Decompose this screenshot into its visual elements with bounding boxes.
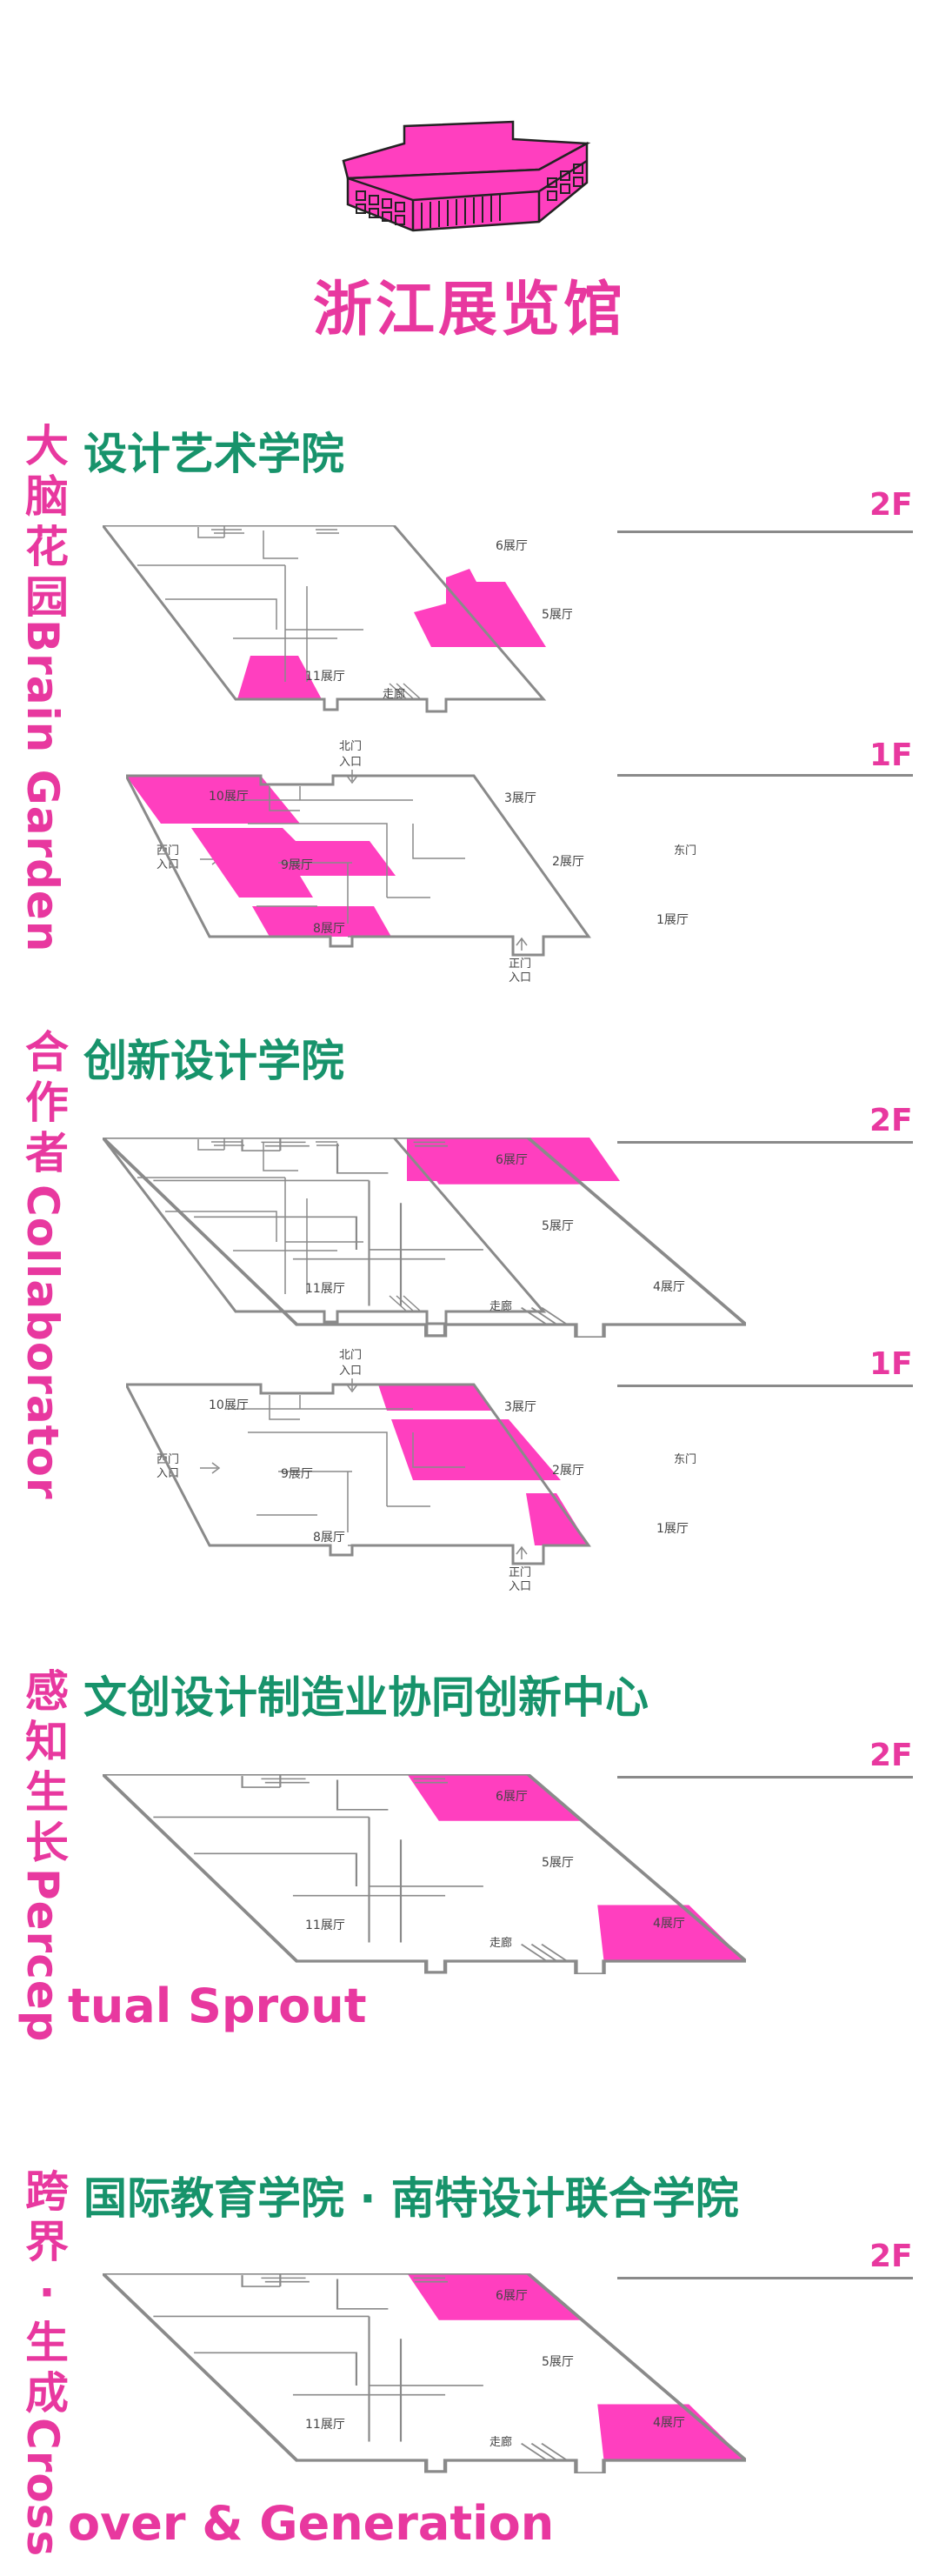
main-entrance-label: 入口	[509, 971, 531, 983]
hall-9-label: 9展厅	[281, 858, 313, 872]
floor-line	[617, 531, 913, 533]
section-4-cn-title: 跨 界 · 生 成	[25, 2166, 69, 2419]
section-4-en-title: Cross	[17, 2418, 68, 2558]
hall-1-label: 1展厅	[656, 1522, 689, 1536]
hall-4-highlight	[597, 2404, 746, 2460]
floor-label-2f: 2F	[869, 1103, 913, 1138]
hall-5-label: 5展厅	[542, 608, 572, 622]
floor-line	[617, 1385, 913, 1387]
section-3-en-tail: tual Sprout	[68, 1979, 367, 2033]
page-title: 浙江展览馆	[312, 276, 626, 344]
hall-4-label: 4展厅	[653, 1280, 685, 1294]
north-gate-label: 北门	[339, 1349, 362, 1362]
hall-3-highlight	[378, 1385, 491, 1411]
floor-plan-2f: 6展厅 5展厅 11展厅 4展厅 走廊	[103, 525, 572, 713]
hall-11-highlight	[237, 656, 322, 699]
hall-3-label: 3展厅	[504, 1400, 536, 1414]
floor-plan-2f	[103, 2273, 746, 2473]
hall-5-label: 5展厅	[542, 1856, 574, 1870]
hall-8-highlight	[252, 906, 391, 937]
floor-line	[617, 774, 913, 777]
hall-9-label: 9展厅	[281, 1467, 313, 1481]
floor-label-1f: 1F	[869, 1346, 913, 1382]
hall-5-label: 5展厅	[542, 1219, 574, 1233]
hall-4-label: 4展厅	[653, 2416, 685, 2430]
floor-plan-2f-labels: 6展厅 5展厅 11展厅 4展厅 走廊	[305, 1153, 685, 1313]
hall-6-highlight	[407, 2273, 583, 2320]
section-3-cn-title: 感 知 生 长	[25, 1666, 69, 1868]
hall-10-highlight	[126, 776, 300, 824]
hall-2-highlight	[391, 1419, 561, 1480]
hall-5-highlight	[414, 569, 546, 647]
floor-label-1f: 1F	[869, 737, 913, 773]
section-2-cn-title: 合 作 者	[25, 1027, 69, 1178]
floor-label-2f: 2F	[869, 2239, 913, 2274]
section-2-school: 创新设计学院	[83, 1036, 344, 1086]
section-1-en-title: Brain Garden	[17, 619, 68, 953]
floor-plan-2f-labels: 6展厅 5展厅 11展厅 4展厅 走廊	[305, 2289, 685, 2449]
hall-1-label: 1展厅	[656, 913, 689, 927]
section-1-school: 设计艺术学院	[83, 429, 344, 479]
corridor-label: 走廊	[489, 1936, 512, 1950]
main-gate-label: 正门	[509, 1566, 531, 1579]
section-2-en-title: Collaborator	[17, 1185, 68, 1500]
east-gate-label: 东门	[674, 1453, 696, 1466]
section-1-cn-title: 大 脑 花 园	[25, 421, 69, 623]
hall-2-label: 2展厅	[552, 855, 584, 869]
floor-line	[617, 1141, 913, 1144]
floor-plan-2f-labels: 6展厅 5展厅 11展厅 4展厅 走廊	[305, 1790, 685, 1950]
floor-line	[617, 2277, 913, 2279]
floor-plan-1f: 北门 入口 西门 入口 东门 正门 入口 10展厅 9展厅 8展厅 3展厅 2展…	[126, 1349, 696, 1592]
hall-8-label: 8展厅	[313, 1531, 345, 1545]
corridor-label: 走廊	[489, 1299, 512, 1313]
section-3-en-title: Percep	[17, 1868, 68, 2043]
section-4-school: 国际教育学院 · 南特设计联合学院	[83, 2173, 739, 2224]
hall-6-highlight	[407, 1774, 583, 1821]
floor-label-2f: 2F	[869, 1738, 913, 1773]
section-4-en-tail: over & Generation	[68, 2496, 555, 2551]
hall-10-label: 10展厅	[209, 790, 249, 804]
hall-11-label: 11展厅	[305, 1282, 345, 1296]
floor-label-2f: 2F	[869, 487, 913, 523]
hall-6-label: 6展厅	[496, 1153, 528, 1167]
main-gate-label: 正门	[509, 958, 531, 971]
north-entrance-label: 入口	[339, 1365, 362, 1378]
hall-4-highlight	[597, 1905, 746, 1961]
hall-1-highlight	[526, 1493, 589, 1545]
floor-plan-1f: 北门 入口 西门 入口 东门 正门 入口 10展厅 9展厅 8展厅 3展厅 2展…	[126, 740, 696, 983]
hall-4-label: 4展厅	[653, 1917, 685, 1931]
hall-11-label: 11展厅	[305, 2418, 345, 2432]
section-3-school: 文创设计制造业协同创新中心	[83, 1672, 649, 1723]
corridor-label: 走廊	[489, 2435, 512, 2449]
hall-6-label: 6展厅	[496, 2289, 528, 2303]
hall-10-label: 10展厅	[209, 1398, 249, 1412]
building-icon	[342, 120, 591, 232]
hall-11-label: 11展厅	[305, 670, 345, 684]
east-gate-label: 东门	[674, 844, 696, 858]
corridor-label: 走廊	[383, 687, 405, 701]
hall-11-label: 11展厅	[305, 1919, 345, 1932]
hall-3-label: 3展厅	[504, 791, 536, 805]
north-gate-label: 北门	[339, 740, 362, 753]
main-entrance-label: 入口	[509, 1580, 531, 1592]
floor-plan-2f	[103, 1774, 746, 1974]
hall-2-label: 2展厅	[552, 1464, 584, 1478]
north-entrance-label: 入口	[339, 756, 362, 769]
floor-plan-2f-detail	[103, 1138, 746, 1338]
hall-5-label: 5展厅	[542, 2355, 574, 2369]
hall-6-label: 6展厅	[496, 539, 528, 553]
floor-line	[617, 1776, 913, 1779]
hall-6-label: 6展厅	[496, 1790, 528, 1804]
hall-8-label: 8展厅	[313, 922, 345, 936]
